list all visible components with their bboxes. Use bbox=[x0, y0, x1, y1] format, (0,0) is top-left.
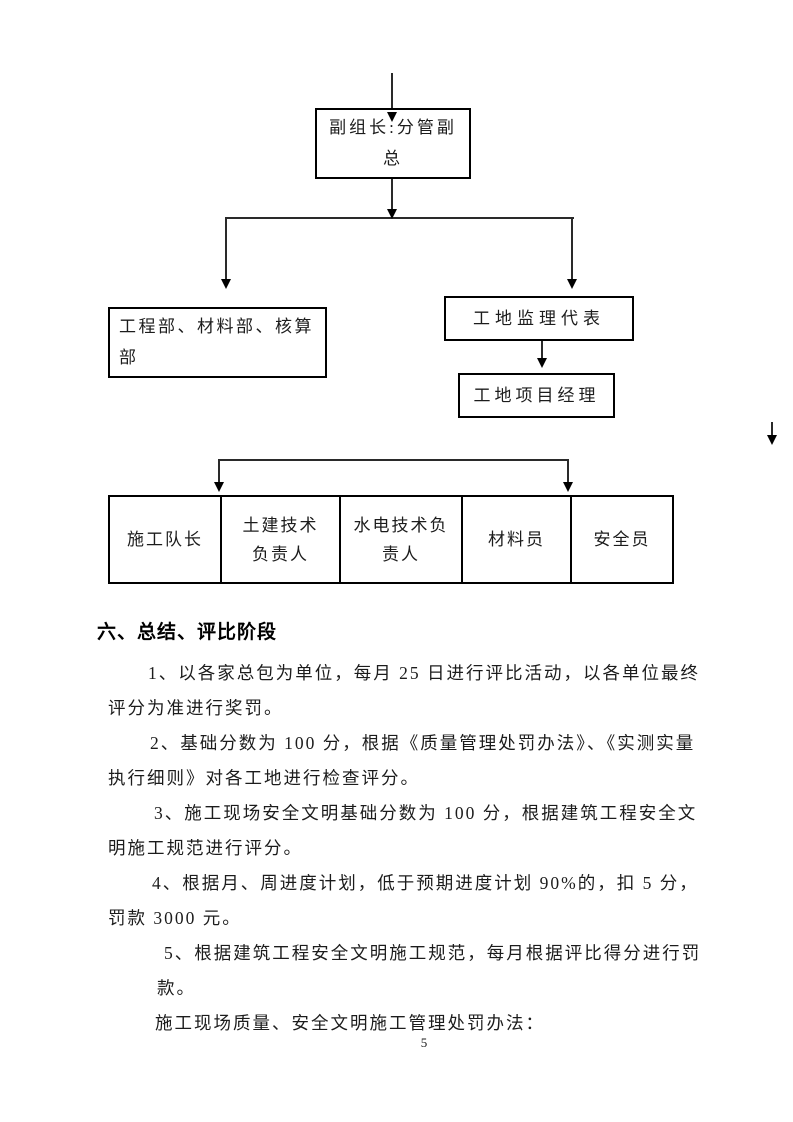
cell-text-line: 材料员 bbox=[488, 530, 545, 549]
paragraph-line: 1、以各家总包为单位，每月 25 日进行评比活动，以各单位最终 bbox=[148, 663, 700, 683]
box-text-line: 工地监理代表 bbox=[473, 309, 605, 328]
box-text-line: 总 bbox=[383, 149, 403, 168]
box-text-line: 部 bbox=[119, 348, 139, 367]
connector-line bbox=[541, 341, 543, 360]
arrowhead-down-icon bbox=[537, 358, 547, 368]
cell-text-line: 土建技术 bbox=[242, 515, 319, 535]
connector-line bbox=[771, 422, 773, 437]
table-cell-materials: 材料员 bbox=[463, 497, 572, 582]
page-number: 5 bbox=[420, 1035, 428, 1050]
flowchart-box-site-manager: 工地项目经理 bbox=[458, 373, 615, 418]
box-text-line: 工地项目经理 bbox=[473, 386, 600, 405]
cell-text-line: 负责人 bbox=[252, 544, 309, 564]
cell-text-line: 安全员 bbox=[593, 530, 651, 549]
connector-line bbox=[571, 217, 573, 279]
connector-line bbox=[391, 73, 393, 114]
cell-text-line: 责人 bbox=[382, 544, 420, 564]
arrowhead-down-icon bbox=[563, 482, 573, 492]
paragraph-line: 施工现场质量、安全文明施工管理处罚办法： bbox=[155, 1013, 545, 1033]
paragraph-line: 执行细则》对各工地进行检查评分。 bbox=[108, 768, 420, 788]
box-text-line: 副组长:分管副 bbox=[329, 118, 457, 137]
paragraph-line: 5、根据建筑工程安全文明施工规范，每月根据评比得分进行罚 bbox=[164, 943, 702, 963]
paragraph-line: 罚款 3000 元。 bbox=[108, 908, 242, 928]
paragraph-line: 评分为准进行奖罚。 bbox=[108, 698, 284, 718]
paragraph-line: 3、施工现场安全文明基础分数为 100 分，根据建筑工程安全文 bbox=[154, 803, 698, 823]
arrowhead-down-icon bbox=[387, 209, 397, 219]
arrowhead-down-icon bbox=[387, 112, 397, 122]
arrowhead-down-icon bbox=[214, 482, 224, 492]
table-cell-civil-tech: 土建技术 负责人 bbox=[222, 497, 341, 582]
paragraph-line: 明施工规范进行评分。 bbox=[108, 838, 303, 858]
cell-text-line: 水电技术负 bbox=[353, 515, 449, 535]
connector-line bbox=[567, 459, 569, 483]
section-heading: 六、总结、评比阶段 bbox=[97, 622, 278, 643]
arrowhead-down-icon bbox=[221, 279, 231, 289]
flowchart-box-site-supervisor: 工地监理代表 bbox=[444, 296, 634, 341]
table-cell-safety: 安全员 bbox=[572, 497, 672, 582]
paragraph-line: 款。 bbox=[157, 978, 196, 998]
paragraph-line: 4、根据月、周进度计划，低于预期进度计划 90%的，扣 5 分， bbox=[152, 873, 699, 893]
connector-line bbox=[218, 459, 220, 483]
flowchart-box-departments: 工程部、材料部、核算 部 bbox=[108, 307, 327, 378]
table-cell-mep-tech: 水电技术负 责人 bbox=[341, 497, 463, 582]
arrowhead-down-icon bbox=[767, 435, 777, 445]
connector-line bbox=[226, 217, 574, 219]
connector-line bbox=[225, 217, 227, 279]
paragraph-line: 2、基础分数为 100 分，根据《质量管理处罚办法》、《实测实量 bbox=[150, 733, 696, 753]
table-cell-construction-leader: 施工队长 bbox=[110, 497, 222, 582]
arrowhead-down-icon bbox=[567, 279, 577, 289]
cell-text-line: 施工队长 bbox=[127, 530, 203, 549]
box-text-line: 工程部、材料部、核算 bbox=[119, 317, 314, 336]
connector-line bbox=[218, 459, 569, 461]
roles-table: 施工队长 土建技术 负责人 水电技术负 责人 材料员 安全员 bbox=[108, 495, 674, 584]
connector-line bbox=[391, 179, 393, 211]
flowchart-box-deputy-leader: 副组长:分管副 总 bbox=[315, 108, 471, 179]
